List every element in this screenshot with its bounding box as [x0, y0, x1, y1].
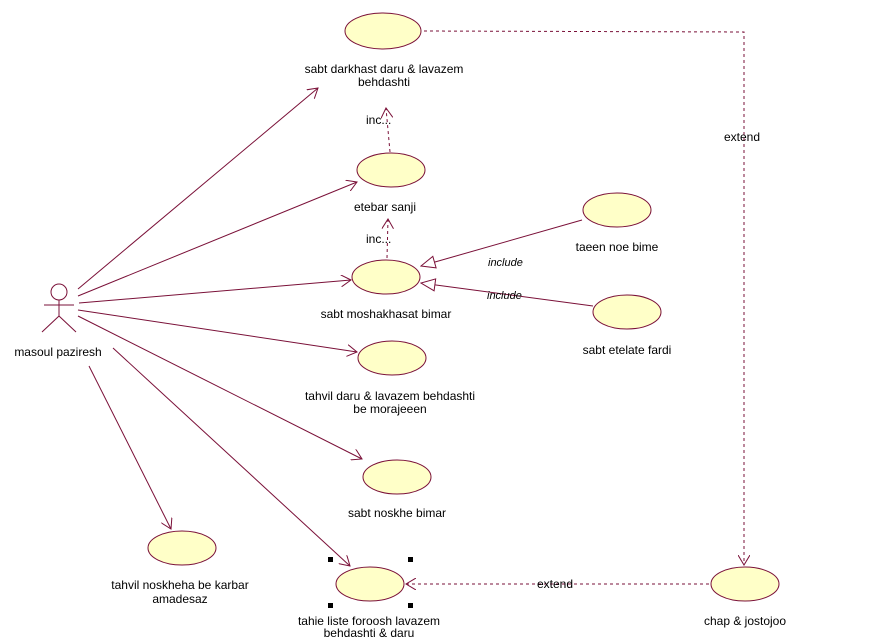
include-sabt-etelate-fardi[interactable]: [421, 283, 594, 307]
assoc-etebar-sanji[interactable]: [77, 182, 357, 297]
usecase-label: sabt noskhe bimar: [348, 506, 446, 520]
assoc-sabt-moshakhasat[interactable]: [78, 280, 351, 304]
usecase-sabt-darkhast[interactable]: sabt darkhast daru & lavazem behdashti: [305, 12, 464, 89]
include-relations: inc... inc...: [366, 108, 391, 259]
usecase-label: chap & jostojoo: [704, 614, 786, 628]
usecase-sabt-noskhe[interactable]: sabt noskhe bimar: [348, 459, 446, 520]
inc-moshakhasat-to-etebar[interactable]: [387, 219, 388, 259]
assoc-tahie-liste[interactable]: [112, 347, 350, 566]
usecase-label-line2: be morajeeen: [353, 402, 426, 416]
usecase-label-line2: behdashti & daru: [324, 626, 415, 637]
actor-label: masoul paziresh: [14, 345, 101, 359]
usecase-label-line1: tahvil noskheha be karbar: [111, 578, 248, 592]
extend-label-bottom: extend: [537, 577, 573, 591]
usecase-label-line2: behdashti: [358, 75, 410, 89]
usecase-ellipse[interactable]: [356, 152, 426, 188]
actor-head: [50, 283, 68, 301]
inc-label-mid: inc...: [366, 232, 391, 246]
usecase-label: sabt etelate fardi: [583, 343, 672, 357]
actor-left-leg: [41, 315, 60, 333]
usecase-ellipse[interactable]: [344, 12, 422, 50]
associations: [77, 88, 362, 566]
usecase-tahvil-noskheha[interactable]: tahvil noskheha be karbar amadesaz: [111, 530, 249, 606]
usecase-label-line1: tahvil daru & lavazem behdashti: [305, 389, 475, 403]
usecase-ellipse[interactable]: [362, 459, 432, 495]
usecase-label-line2: amadesaz: [152, 592, 207, 606]
selection-handle[interactable]: [328, 557, 333, 562]
actor-right-leg: [58, 315, 77, 333]
selection-handle[interactable]: [408, 557, 413, 562]
usecase-tahie-liste[interactable]: tahie liste foroosh lavazem behdashti & …: [298, 557, 440, 637]
extend-relations: extend extend: [406, 30, 760, 591]
inc-label-top: inc...: [366, 113, 391, 127]
selection-handle[interactable]: [408, 603, 413, 608]
usecase-ellipse[interactable]: [582, 192, 652, 228]
extend-label-right: extend: [724, 130, 760, 144]
usecase-label: sabt moshakhasat bimar: [321, 307, 452, 321]
usecase-taeen-noe-bime[interactable]: taeen noe bime: [576, 192, 659, 254]
usecase-ellipse[interactable]: [351, 259, 421, 295]
usecase-sabt-moshakhasat[interactable]: sabt moshakhasat bimar: [321, 259, 452, 321]
include-generalizations: include include: [421, 219, 594, 307]
usecase-sabt-etelate-fardi[interactable]: sabt etelate fardi: [583, 294, 672, 357]
usecase-ellipse[interactable]: [710, 566, 780, 602]
include-label-1: include: [488, 257, 523, 269]
usecase-label: etebar sanji: [354, 200, 416, 214]
include-taeen-noe-bime[interactable]: [421, 219, 583, 266]
usecase-tahvil-daru[interactable]: tahvil daru & lavazem behdashti be moraj…: [305, 340, 475, 416]
usecase-ellipse[interactable]: [147, 530, 217, 566]
usecase-chap-jostojoo[interactable]: chap & jostojoo: [704, 566, 786, 628]
assoc-tahvil-noskheha[interactable]: [88, 365, 171, 529]
usecase-etebar-sanji[interactable]: etebar sanji: [354, 152, 426, 214]
inc-etebar-to-sabt-darkhast[interactable]: [386, 108, 390, 153]
actor-masoul-paziresh[interactable]: masoul paziresh: [14, 283, 102, 359]
assoc-sabt-noskhe[interactable]: [77, 315, 362, 459]
usecase-label-line1: sabt darkhast daru & lavazem: [305, 62, 464, 76]
usecase-ellipse[interactable]: [335, 566, 405, 602]
include-label-2: include: [487, 290, 522, 302]
usecase-ellipse[interactable]: [592, 294, 662, 330]
extend-sabt-darkhast-to-chap[interactable]: [423, 30, 744, 565]
assoc-tahvil-daru[interactable]: [77, 309, 357, 352]
selection-handle[interactable]: [328, 603, 333, 608]
usecase-ellipse[interactable]: [357, 340, 427, 376]
usecase-label: taeen noe bime: [576, 240, 659, 254]
usecase-label-line1: tahie liste foroosh lavazem: [298, 614, 440, 628]
assoc-sabt-darkhast[interactable]: [77, 88, 318, 290]
